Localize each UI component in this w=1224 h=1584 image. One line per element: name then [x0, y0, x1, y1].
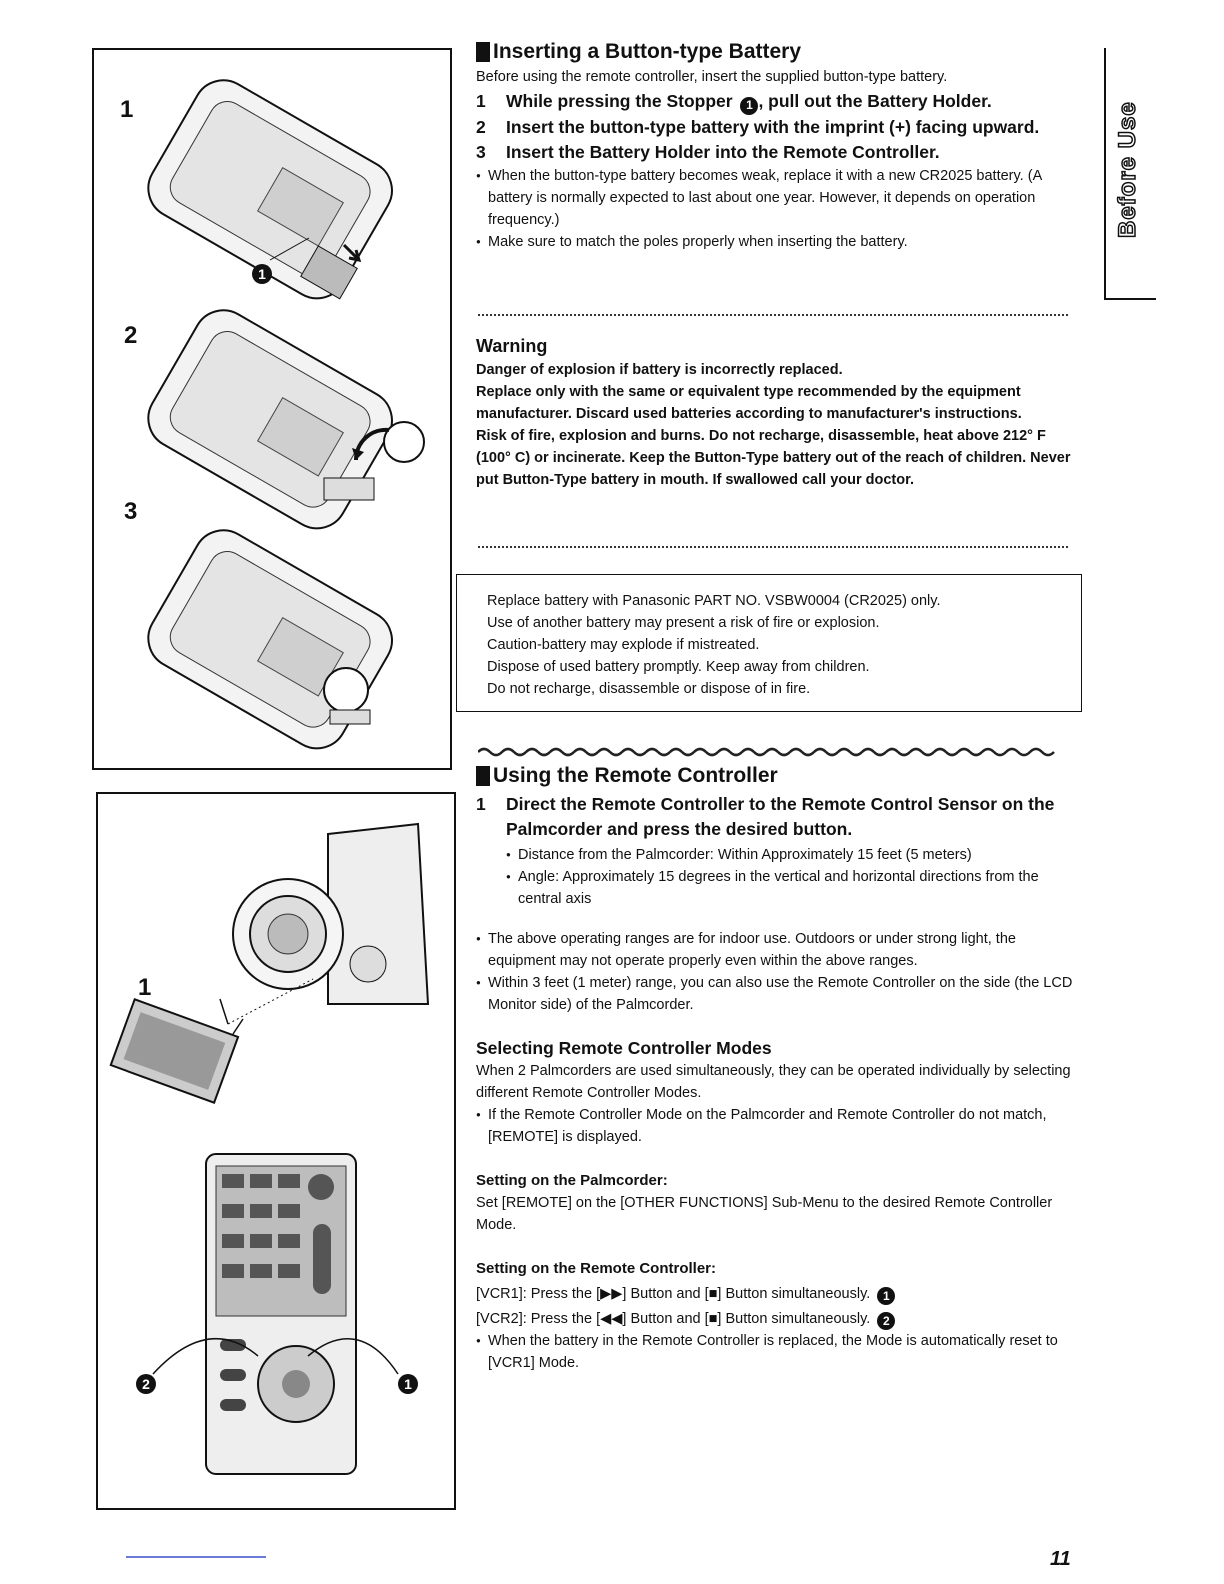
section-marker	[476, 766, 490, 786]
remote-setting-title: Setting on the Remote Controller:	[476, 1260, 716, 1277]
stopper-callout: 1	[252, 264, 272, 284]
vcr1-callout: 1	[398, 1374, 418, 1394]
page-number: 11	[1050, 1548, 1071, 1570]
modes-note: If the Remote Controller Mode on the Pal…	[476, 1104, 1076, 1148]
vcr2-instruction: [VCR2]: Press the [◀◀] Button and [■] Bu…	[476, 1308, 1076, 1330]
figure-step-label: 2	[124, 322, 138, 349]
battery-note: When the button-type battery becomes wea…	[476, 165, 1076, 231]
stopper-callout: 1	[740, 96, 759, 115]
caution-line: Dispose of used battery promptly. Keep a…	[487, 659, 870, 675]
remote-note: Within 3 feet (1 meter) range, you can a…	[476, 972, 1076, 1016]
side-tab	[1104, 48, 1156, 300]
figure-remote-usage: 1 2 1	[96, 792, 456, 1510]
caution-line: Replace battery with Panasonic PART NO. …	[487, 593, 941, 609]
caution-line: Do not recharge, disassemble or dispose …	[487, 681, 811, 697]
side-tab-label: Before Use	[1113, 101, 1142, 239]
remote-step: 1 Direct the Remote Controller to the Re…	[476, 794, 1055, 839]
divider-wavy	[478, 747, 1055, 757]
warning-section: Warning Danger of explosion if battery i…	[476, 336, 1076, 491]
remote-sub-note: Distance from the Palmcorder: Within App…	[506, 844, 1076, 866]
battery-step: 3 Insert the Battery Holder into the Rem…	[476, 141, 940, 162]
remote-controller-illustration	[147, 79, 425, 750]
battery-step: 2 Insert the button-type battery with th…	[476, 116, 1040, 137]
warning-line: Replace only with the same or equivalent…	[476, 384, 1022, 422]
section-marker	[476, 42, 490, 62]
battery-section-title: Inserting a Button-type Battery	[476, 40, 1076, 64]
battery-section: Inserting a Button-type Battery Before u…	[476, 40, 1076, 253]
warning-line: Danger of explosion if battery is incorr…	[476, 362, 843, 378]
caution-line: Caution-battery may explode if mistreate…	[487, 637, 760, 653]
divider-dotted	[478, 314, 1068, 316]
battery-step: 1 While pressing the Stopper 1, pull out…	[476, 89, 1076, 115]
vcr1-callout: 1	[877, 1287, 896, 1305]
figure-step-label: 3	[124, 498, 138, 525]
battery-note: Make sure to match the poles properly wh…	[476, 231, 1076, 253]
caution-box: Replace battery with Panasonic PART NO. …	[456, 574, 1082, 712]
palmcorder-setting-text: Set [REMOTE] on the [OTHER FUNCTIONS] Su…	[476, 1195, 1053, 1233]
camcorder-and-remote-illustration	[109, 822, 430, 1475]
remote-section-title: Using the Remote Controller	[476, 764, 1076, 788]
palmcorder-setting-title: Setting on the Palmcorder:	[476, 1172, 668, 1189]
vcr1-instruction: [VCR1]: Press the [▶▶] Button and [■] Bu…	[476, 1283, 1076, 1305]
warning-title: Warning	[476, 336, 548, 356]
remote-note: The above operating ranges are for indoo…	[476, 928, 1076, 972]
figure-step-label: 1	[120, 96, 134, 123]
modes-intro: When 2 Palmcorders are used simultaneous…	[476, 1063, 1071, 1101]
battery-intro: Before using the remote controller, inse…	[476, 69, 948, 85]
vcr2-callout: 2	[877, 1312, 896, 1330]
caution-line: Use of another battery may present a ris…	[487, 615, 880, 631]
divider-dotted	[478, 546, 1068, 548]
remote-section: Using the Remote Controller 1 Direct the…	[476, 764, 1076, 1374]
figure-step-label: 1	[138, 974, 152, 1001]
vcr2-callout: 2	[136, 1374, 156, 1394]
remote-sub-note: Angle: Approximately 15 degrees in the v…	[506, 866, 1076, 910]
remote-sub-notes: Distance from the Palmcorder: Within App…	[476, 844, 1076, 910]
footer-rule	[126, 1556, 266, 1558]
modes-title: Selecting Remote Controller Modes	[476, 1038, 772, 1058]
warning-line: Risk of fire, explosion and burns. Do no…	[476, 428, 1071, 488]
mode-reset-note: When the battery in the Remote Controlle…	[476, 1330, 1076, 1374]
figure-battery-insertion: 1 2 3 1	[92, 48, 452, 770]
